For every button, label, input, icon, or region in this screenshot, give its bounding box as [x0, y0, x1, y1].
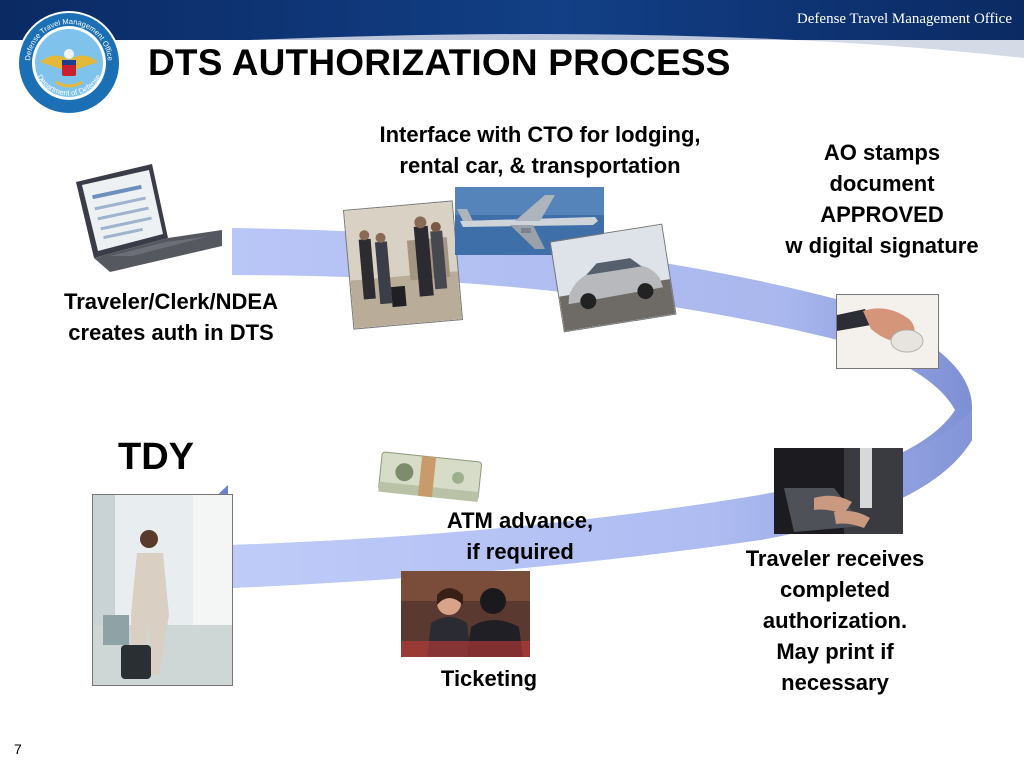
step-receive-line5: necessary: [781, 670, 889, 695]
step-atm-label: ATM advance, if required: [420, 505, 620, 567]
step-ao-line1: AO stamps: [823, 140, 941, 165]
tdy-label: TDY: [118, 436, 194, 478]
rental-car-photo: [549, 223, 677, 333]
header-bar: [0, 0, 1024, 40]
dod-seal-logo: Defense Travel Management Office Departm…: [17, 11, 121, 115]
header-swoosh: [250, 34, 1024, 58]
mouse-click-photo: [836, 294, 939, 369]
step-cto-label: Interface with CTO for lodging, rental c…: [340, 119, 740, 181]
page-number: 7: [14, 741, 22, 757]
step-receive-line1: Traveler receives: [745, 546, 925, 571]
step-create-line1: Traveler/Clerk/NDEA: [64, 289, 278, 314]
step-receive-line3: authorization.: [762, 608, 908, 633]
tdy-traveler-photo: [92, 494, 233, 686]
step-atm-line1: ATM advance,: [446, 508, 594, 533]
step-cto-line2: rental car, & transportation: [399, 153, 681, 178]
step-cto-line1: Interface with CTO for lodging,: [379, 122, 701, 147]
step-ticketing-text: Ticketing: [440, 666, 538, 691]
step-receive-line2: completed: [779, 577, 891, 602]
step-receive-label: Traveler receives completed authorizatio…: [718, 543, 952, 698]
step-ao-line2: document: [829, 171, 935, 196]
step-receive-line4: May print if: [776, 639, 894, 664]
terminal-travelers-photo: [342, 200, 464, 330]
step-atm-line2: if required: [466, 539, 574, 564]
laptop-icon: [76, 164, 222, 272]
step-ticketing-label: Ticketing: [414, 663, 564, 694]
step-create-line2: creates auth in DTS: [68, 320, 274, 345]
cash-money-photo: [373, 445, 489, 509]
step-create-auth-label: Traveler/Clerk/NDEA creates auth in DTS: [38, 286, 304, 348]
organization-name: Defense Travel Management Office: [796, 11, 1012, 27]
step-ao-line3: APPROVED: [820, 202, 944, 227]
ticketing-agent-photo: [401, 571, 530, 657]
step-ao-line4: w digital signature: [785, 233, 979, 258]
page-title: DTS AUTHORIZATION PROCESS: [148, 42, 731, 83]
step-ao-label: AO stamps document APPROVED w digital si…: [758, 137, 1006, 261]
typing-laptop-photo: [774, 448, 903, 534]
